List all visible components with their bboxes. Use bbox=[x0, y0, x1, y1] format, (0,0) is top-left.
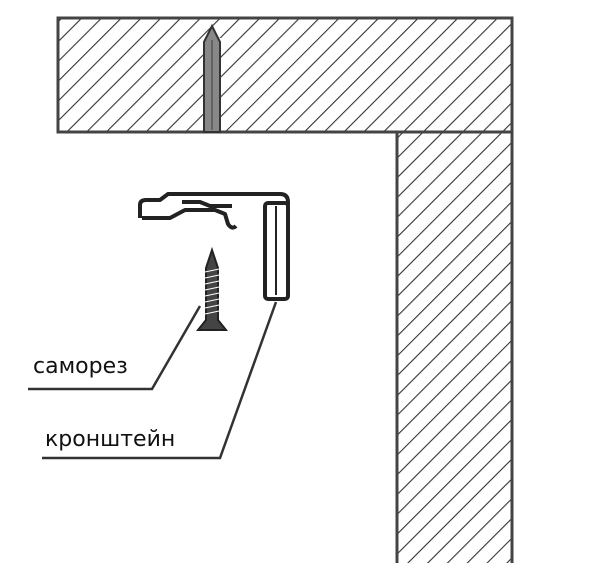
screw-leader-line bbox=[28, 305, 202, 391]
screw-icon bbox=[195, 246, 229, 331]
bracket-leader-line bbox=[42, 301, 278, 460]
ceiling-beam bbox=[56, 16, 514, 134]
bracket-label: кронштейн bbox=[45, 427, 175, 452]
wall bbox=[395, 130, 514, 563]
installed-screw-icon bbox=[203, 23, 221, 133]
screw-label: саморез bbox=[33, 354, 128, 379]
bracket-icon bbox=[138, 192, 290, 301]
